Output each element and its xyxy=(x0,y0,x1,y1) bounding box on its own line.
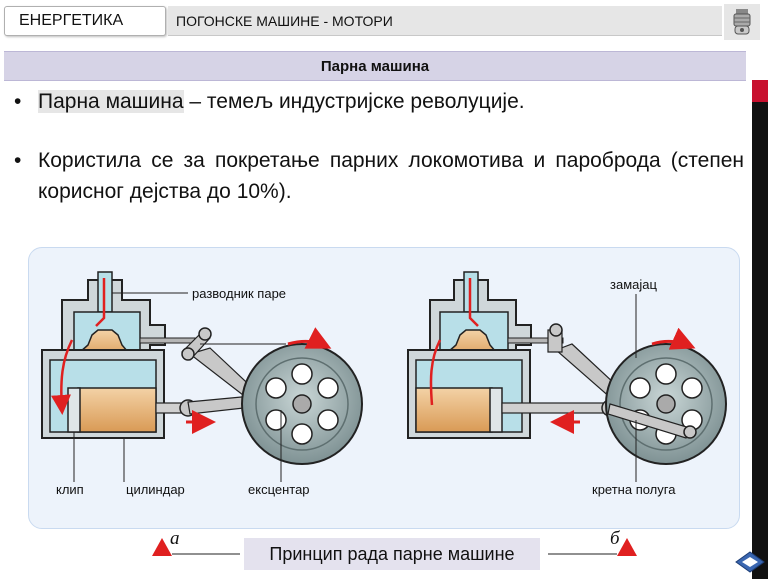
label-valve: клип xyxy=(56,482,84,497)
engine-b xyxy=(407,271,727,482)
marker-a: а xyxy=(170,528,180,549)
label-flywheel: замајац xyxy=(610,277,657,292)
label-cylinder: цилиндар xyxy=(126,482,185,497)
bullet-item-1: •Парна машина – темељ индустријске револ… xyxy=(14,90,525,113)
bullet-item-2: •Користила се за покретање парних локомо… xyxy=(14,149,744,203)
label-steam-distributor: разводник паре xyxy=(192,286,286,301)
marker-b: б xyxy=(610,528,621,549)
label-eccentric: ексцентар xyxy=(248,482,310,497)
bullet-term: Парна машина xyxy=(38,90,184,113)
label-connecting-rod: кретна полуга xyxy=(592,482,676,497)
marker-triangle-b xyxy=(617,538,637,556)
bullet-text-2: Користила се за покретање парних локомот… xyxy=(38,149,744,203)
bullet-list: •Парна машина – темељ индустријске револ… xyxy=(14,86,744,207)
right-scrollbar-thumb[interactable] xyxy=(752,80,768,102)
diagram-caption: Принцип рада парне машине xyxy=(244,538,540,570)
bullet-text-1: – темељ индустријске револуције. xyxy=(183,90,525,113)
marker-triangle-a xyxy=(152,538,172,556)
logo-icon[interactable] xyxy=(735,551,765,573)
engine-a xyxy=(41,271,363,482)
top-bar: ЕНЕРГЕТИКА ПОГОНСКЕ МАШИНЕ - МОТОРИ xyxy=(0,0,768,44)
engine-icon[interactable] xyxy=(724,4,760,40)
slide-title: Парна машина xyxy=(4,51,746,81)
right-scrollbar[interactable] xyxy=(752,80,768,579)
subject-bar: ПОГОНСКЕ МАШИНЕ - МОТОРИ xyxy=(168,6,722,36)
tab-energy[interactable]: ЕНЕРГЕТИКА xyxy=(4,6,166,36)
